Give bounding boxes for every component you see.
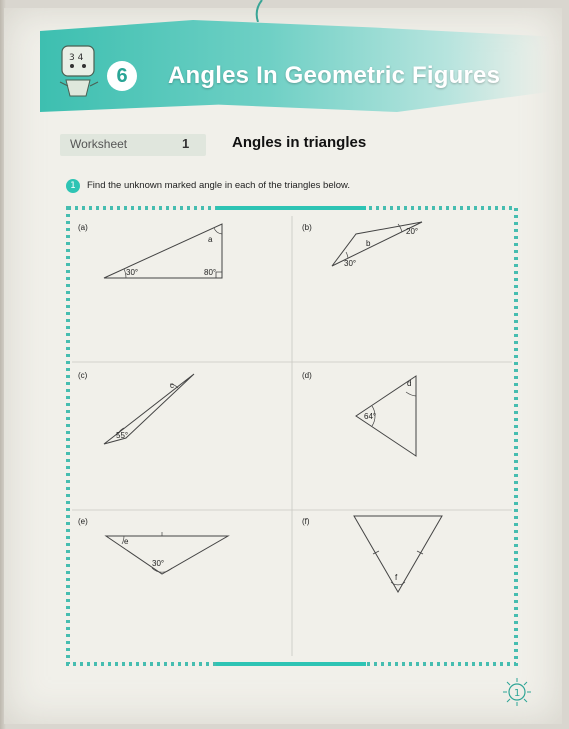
page-edge: [0, 0, 6, 729]
page-number: 1: [514, 688, 520, 699]
triangle-c: [103, 373, 195, 445]
ring-binding-mark: [255, 0, 263, 22]
worksheet-label-bg: [60, 134, 206, 156]
item-label-f: (f): [302, 517, 310, 526]
angle-label-a-80: 80°: [204, 268, 216, 277]
angle-label-e-30: 30°: [152, 559, 164, 568]
angle-label-d: d: [407, 379, 411, 388]
worksheet-number: 1: [182, 136, 190, 151]
triangle-e: [104, 532, 230, 575]
question-text: Find the unknown marked angle in each of…: [87, 180, 350, 191]
problem-grid: a 30° 80° b 20° 30° c 55° d 64° e 30° f …: [66, 206, 518, 666]
svg-text:3 4: 3 4: [69, 53, 84, 63]
angle-label-c-55: 55°: [116, 431, 128, 440]
angle-label-b: b: [366, 239, 371, 248]
item-label-d: (d): [302, 371, 312, 380]
angle-label-b-30: 30°: [344, 259, 356, 268]
chapter-title: Angles In Geometric Figures: [168, 62, 501, 89]
item-label-a: (a): [78, 223, 88, 232]
worksheet-title: Angles in triangles: [232, 134, 367, 151]
angle-label-d-64: 64°: [364, 412, 376, 421]
angle-label-e: e: [124, 537, 129, 546]
worksheet-page: [4, 8, 562, 724]
item-label-e: (e): [78, 517, 88, 526]
triangle-d: [355, 375, 417, 457]
item-label-b: (b): [302, 223, 312, 232]
page-number-sun: 1: [503, 678, 531, 706]
chapter-number-badge: 6: [107, 61, 137, 91]
worksheet-label: Worksheet: [70, 137, 128, 151]
question-number-badge: 1: [66, 179, 80, 193]
angle-label-b-20: 20°: [406, 227, 418, 236]
triangle-b: [331, 221, 423, 267]
triangle-a: [103, 223, 223, 279]
angle-label-f: f: [395, 573, 398, 582]
angle-label-a-30: 30°: [126, 268, 138, 277]
triangle-f: [353, 515, 443, 593]
angle-label-a: a: [208, 235, 213, 244]
mascot-icon: 3 4: [59, 45, 99, 97]
item-label-c: (c): [78, 371, 88, 380]
angle-label-c: c: [170, 381, 174, 390]
